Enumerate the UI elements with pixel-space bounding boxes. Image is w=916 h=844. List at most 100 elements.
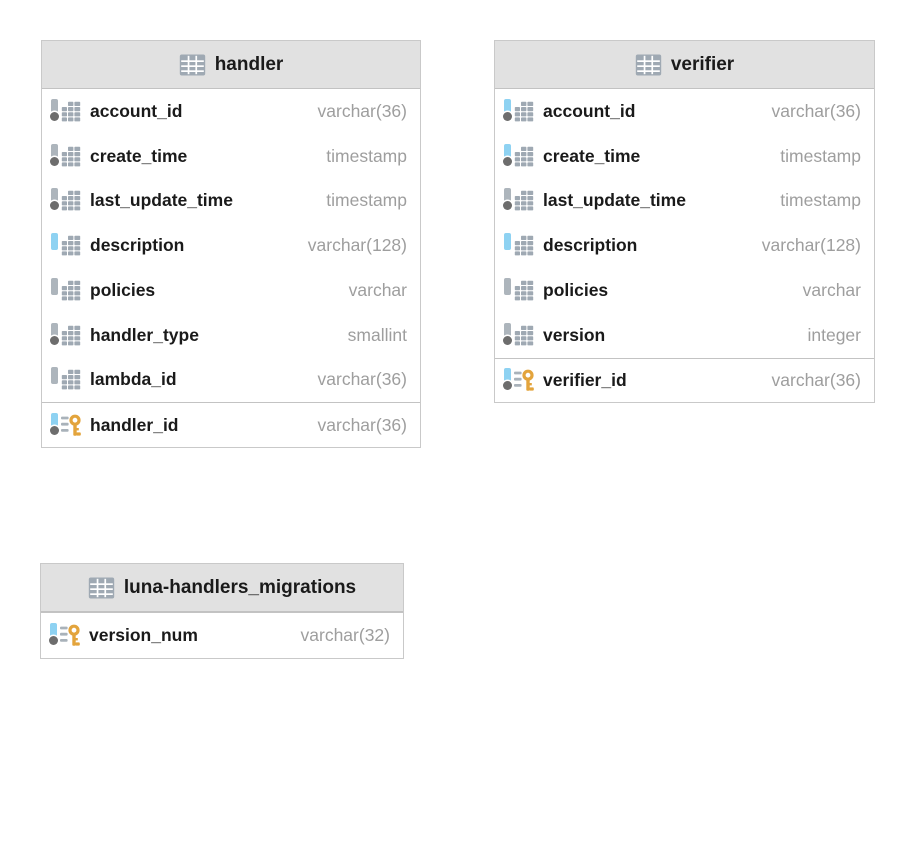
table-body: version_num varchar(32) <box>41 612 403 658</box>
column-row[interactable]: last_update_time timestamp <box>495 178 874 224</box>
column-icon <box>504 232 535 259</box>
table-node-verifier[interactable]: verifier <box>494 40 875 404</box>
index-bar-icon <box>51 188 58 206</box>
column-row[interactable]: policies varchar <box>42 268 420 313</box>
column-type: timestamp <box>326 145 407 166</box>
index-bar-icon <box>51 233 58 251</box>
column-type: timestamp <box>780 145 861 166</box>
column-grid-icon <box>61 101 81 122</box>
column-grid-icon <box>61 280 81 301</box>
column-grid-icon <box>514 101 534 122</box>
column-type: varchar(128) <box>307 235 407 256</box>
index-bar-icon <box>504 143 511 161</box>
column-row[interactable]: description varchar(128) <box>42 223 420 268</box>
not-null-dot-icon <box>50 425 59 435</box>
column-grid-icon <box>61 146 81 167</box>
column-icon <box>503 367 535 394</box>
column-row[interactable]: verifier_id varchar(36) <box>495 357 874 403</box>
table-title: handler <box>214 53 284 75</box>
index-bar-icon <box>51 143 58 161</box>
table-header[interactable]: handler <box>42 41 420 89</box>
column-icon <box>50 412 82 439</box>
column-name: account_id <box>543 100 636 121</box>
column-type: varchar(32) <box>300 625 390 645</box>
column-grid-icon <box>514 235 534 256</box>
column-row[interactable]: create_time timestamp <box>495 133 874 179</box>
column-icon <box>51 232 82 259</box>
column-name: version <box>543 324 606 345</box>
table-header[interactable]: verifier <box>495 41 874 89</box>
column-type: smallint <box>347 324 407 345</box>
column-row[interactable]: version_num varchar(32) <box>41 612 403 658</box>
not-null-dot-icon <box>50 201 59 211</box>
column-icon <box>49 622 81 649</box>
not-null-dot-icon <box>503 335 512 345</box>
table-title: verifier <box>670 53 735 75</box>
index-bar-icon <box>504 233 511 251</box>
column-name: policies <box>543 279 609 300</box>
table-node-handler[interactable]: handler <box>41 40 421 448</box>
column-name: create_time <box>543 145 641 166</box>
column-name: verifier_id <box>543 369 627 390</box>
table-body: account_id varchar(36) <box>495 89 874 403</box>
column-row[interactable]: account_id varchar(36) <box>42 89 420 134</box>
index-bar-icon <box>504 277 511 295</box>
not-null-dot-icon <box>50 111 59 121</box>
not-null-dot-icon <box>50 335 59 345</box>
column-name: lambda_id <box>90 369 177 390</box>
column-icon <box>50 98 82 125</box>
column-row[interactable]: description varchar(128) <box>495 223 874 268</box>
column-type: varchar(36) <box>317 369 407 390</box>
column-icon <box>51 277 82 304</box>
not-null-dot-icon <box>503 156 512 166</box>
index-bar-icon <box>504 188 511 206</box>
column-icon <box>503 322 535 349</box>
index-bar-icon <box>504 367 511 385</box>
column-name: account_id <box>90 100 183 121</box>
column-row[interactable]: handler_type smallint <box>42 312 420 358</box>
column-icon <box>504 277 535 304</box>
table-title: luna-handlers_migrations <box>123 576 357 598</box>
column-name: description <box>90 235 185 256</box>
column-row[interactable]: account_id varchar(36) <box>495 89 874 134</box>
not-null-dot-icon <box>50 156 59 166</box>
column-name: last_update_time <box>543 190 686 211</box>
column-type: timestamp <box>326 190 407 211</box>
column-grid-icon <box>61 191 81 211</box>
column-name: handler_type <box>90 324 199 345</box>
column-name: handler_id <box>90 414 179 435</box>
column-icon <box>50 187 82 214</box>
column-row[interactable]: handler_id varchar(36) <box>42 402 420 447</box>
column-type: varchar(36) <box>771 369 861 390</box>
index-bar-icon <box>50 623 57 640</box>
column-type: varchar(36) <box>771 100 861 121</box>
column-grid-icon <box>514 191 534 211</box>
table-body: account_id varchar(36) <box>42 89 420 447</box>
not-null-dot-icon <box>49 636 58 645</box>
column-row[interactable]: last_update_time timestamp <box>42 178 420 224</box>
index-bar-icon <box>51 367 58 385</box>
column-row[interactable]: version integer <box>495 312 874 358</box>
column-type: varchar <box>348 279 407 300</box>
index-bar-icon <box>504 98 511 116</box>
table-header[interactable]: luna-handlers_migrations <box>41 564 403 612</box>
primary-key-icon <box>514 369 534 391</box>
column-name: create_time <box>90 145 188 166</box>
table-node-luna-handlers_migrations[interactable]: luna-handlers_migrations <box>40 563 404 659</box>
column-row[interactable]: lambda_id varchar(36) <box>42 357 420 403</box>
column-type: varchar(128) <box>761 235 861 256</box>
table-grid-icon <box>88 576 115 600</box>
table-grid-icon <box>179 53 206 77</box>
primary-key-icon <box>60 624 80 646</box>
column-type: varchar(36) <box>317 100 407 121</box>
column-grid-icon <box>514 325 534 346</box>
column-icon <box>51 366 82 393</box>
column-row[interactable]: create_time timestamp <box>42 133 420 179</box>
table-grid-icon <box>635 53 662 77</box>
column-type: integer <box>807 324 861 345</box>
column-icon <box>503 98 535 125</box>
column-type: timestamp <box>780 190 861 211</box>
column-row[interactable]: policies varchar <box>495 268 874 313</box>
column-name: policies <box>90 279 156 300</box>
